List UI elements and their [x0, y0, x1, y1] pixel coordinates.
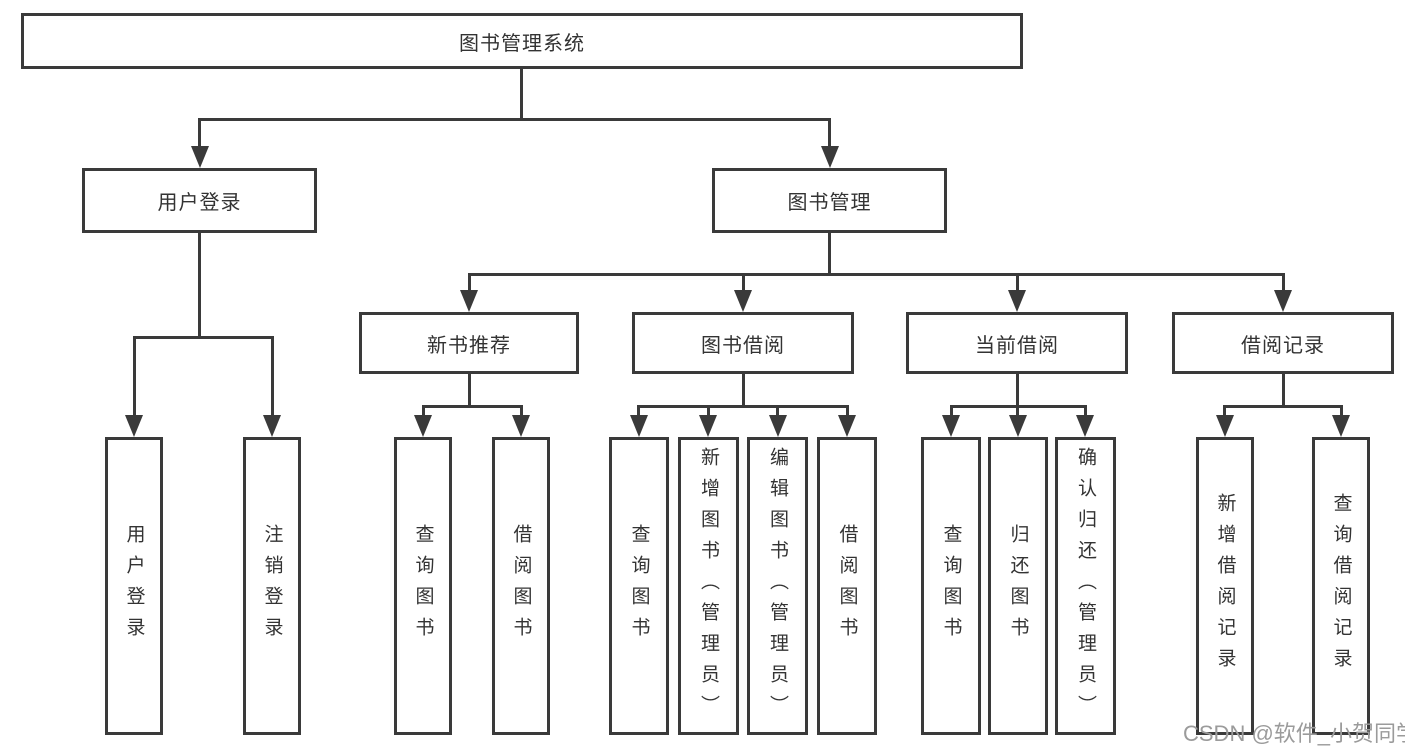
leaf-query-books-borrowing: 查询图书	[609, 437, 669, 735]
arrowhead-icon	[769, 415, 787, 437]
connector-line	[198, 118, 831, 121]
connector-line	[1340, 405, 1343, 415]
arrowhead-icon	[125, 415, 143, 437]
leaf-query-books-recommend: 查询图书	[394, 437, 452, 735]
leaf-label: 用户登录	[123, 524, 145, 648]
connector-line	[198, 233, 201, 336]
leaf-label: 查询借阅记录	[1330, 493, 1352, 679]
leaf-label: 查询图书	[412, 524, 434, 648]
arrowhead-icon	[1274, 290, 1292, 312]
arrowhead-icon	[942, 415, 960, 437]
connector-line	[828, 233, 831, 273]
connector-line	[468, 273, 1285, 276]
leaf-return-book: 归还图书	[988, 437, 1048, 735]
connector-line	[742, 273, 745, 291]
connector-line	[468, 273, 471, 291]
node-library-management-system: 图书管理系统	[21, 13, 1023, 69]
leaf-label: 借阅图书	[836, 524, 858, 648]
arrowhead-icon	[191, 146, 209, 168]
connector-line	[520, 405, 523, 415]
node-borrowing-records: 借阅记录	[1172, 312, 1394, 374]
leaf-borrow-books-borrowing: 借阅图书	[817, 437, 877, 735]
leaf-borrow-books-recommend: 借阅图书	[492, 437, 550, 735]
arrowhead-icon	[630, 415, 648, 437]
connector-line	[133, 336, 136, 415]
connector-line	[1223, 405, 1226, 415]
arrowhead-icon	[838, 415, 856, 437]
connector-line	[1016, 405, 1019, 415]
arrowhead-icon	[1008, 290, 1026, 312]
node-book-management: 图书管理	[712, 168, 947, 233]
connector-line	[422, 405, 522, 408]
leaf-logout: 注销登录	[243, 437, 301, 735]
leaf-user-login: 用户登录	[105, 437, 163, 735]
connector-line	[637, 405, 640, 415]
connector-line	[742, 374, 745, 405]
connector-line	[1016, 374, 1019, 405]
arrowhead-icon	[512, 415, 530, 437]
connector-line	[828, 118, 831, 146]
leaf-add-book-admin: 新增图书（管理员）	[678, 437, 739, 735]
connector-line	[776, 405, 779, 415]
arrowhead-icon	[1216, 415, 1234, 437]
leaf-label: 编辑图书（管理员）	[767, 446, 788, 726]
connector-line	[1224, 405, 1342, 408]
arrowhead-icon	[699, 415, 717, 437]
connector-line	[1016, 273, 1019, 291]
leaf-label: 查询图书	[940, 524, 962, 648]
connector-line	[198, 118, 201, 146]
leaf-label: 新增图书（管理员）	[698, 446, 719, 726]
leaf-label: 借阅图书	[510, 524, 532, 648]
leaf-edit-book-admin: 编辑图书（管理员）	[747, 437, 808, 735]
arrowhead-icon	[734, 290, 752, 312]
csdn-watermark: CSDN @软件_小贺同学	[1183, 721, 1405, 746]
node-user-login: 用户登录	[82, 168, 317, 233]
connector-line	[1282, 374, 1285, 405]
connector-line	[133, 336, 274, 339]
leaf-query-books-current: 查询图书	[921, 437, 981, 735]
arrowhead-icon	[414, 415, 432, 437]
leaf-label: 查询图书	[628, 524, 650, 648]
connector-line	[950, 405, 953, 415]
connector-line	[271, 336, 274, 415]
leaf-confirm-return-admin: 确认归还（管理员）	[1055, 437, 1116, 735]
connector-line	[638, 405, 848, 408]
connector-line	[707, 405, 710, 415]
node-current-borrowing: 当前借阅	[906, 312, 1128, 374]
arrowhead-icon	[1009, 415, 1027, 437]
leaf-label: 确认归还（管理员）	[1075, 446, 1096, 726]
arrowhead-icon	[460, 290, 478, 312]
arrowhead-icon	[263, 415, 281, 437]
arrowhead-icon	[1332, 415, 1350, 437]
leaf-label: 新增借阅记录	[1214, 493, 1236, 679]
leaf-label: 归还图书	[1007, 524, 1029, 648]
leaf-query-borrow-record: 查询借阅记录	[1312, 437, 1370, 735]
leaf-add-borrow-record: 新增借阅记录	[1196, 437, 1254, 735]
leaf-label: 注销登录	[261, 524, 283, 648]
arrowhead-icon	[821, 146, 839, 168]
connector-line	[520, 69, 523, 118]
node-book-borrowing: 图书借阅	[632, 312, 854, 374]
connector-line	[468, 374, 471, 405]
node-new-book-recommendation: 新书推荐	[359, 312, 579, 374]
connector-line	[1282, 273, 1285, 291]
connector-line	[422, 405, 425, 415]
connector-line	[1084, 405, 1087, 415]
arrowhead-icon	[1076, 415, 1094, 437]
connector-line	[846, 405, 849, 415]
